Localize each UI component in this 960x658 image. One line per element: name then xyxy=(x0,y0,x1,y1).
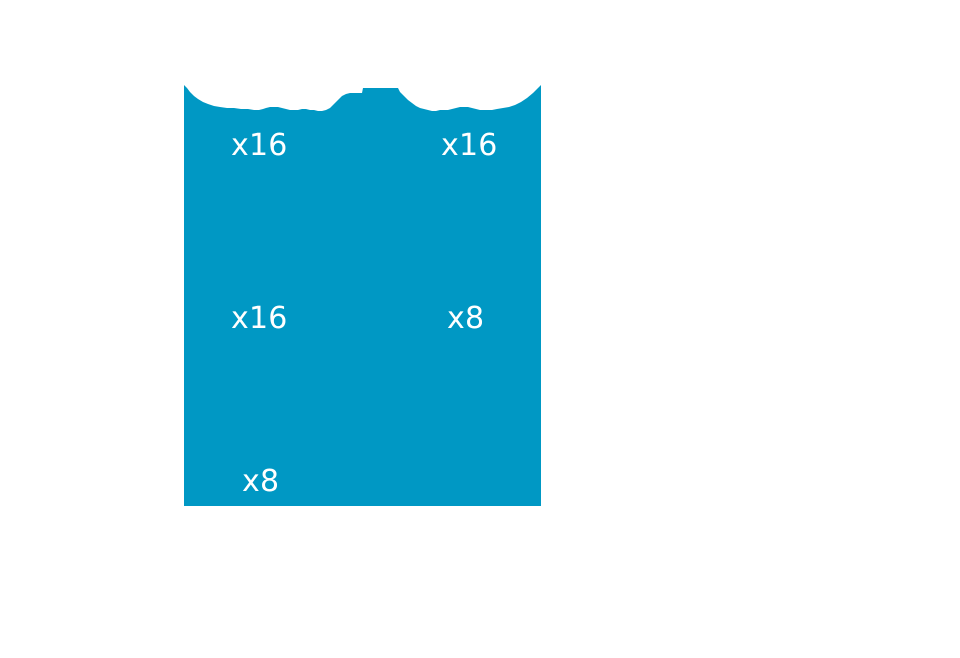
multiplier-label-r2c2: x8 xyxy=(447,301,485,336)
multiplier-label-r3c1: x8 xyxy=(242,464,280,499)
multiplier-label-r2c1: x16 xyxy=(231,301,288,336)
multiplier-label-r1c2: x16 xyxy=(441,128,498,163)
area-fill-path xyxy=(184,85,541,506)
multiplier-label-r1c1: x16 xyxy=(231,128,288,163)
